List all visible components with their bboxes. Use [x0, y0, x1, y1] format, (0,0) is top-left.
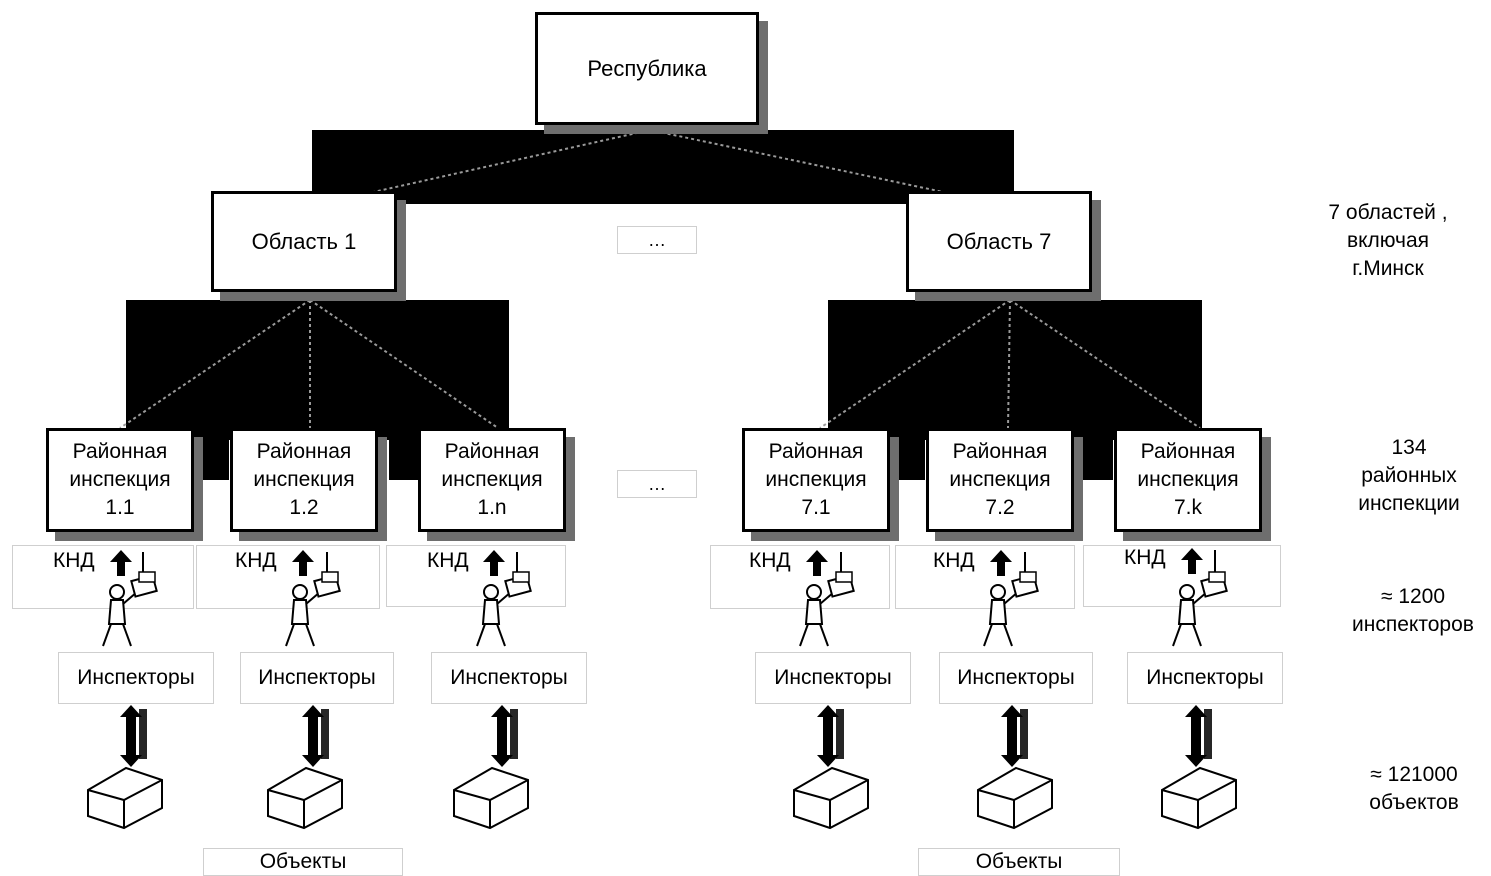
- ellipsis-regions: …: [617, 226, 697, 254]
- stat-objects: ≈ 121000 объектов: [1369, 763, 1459, 814]
- inspectors-box: Инспекторы: [58, 652, 214, 704]
- objects-box: Объекты: [203, 848, 403, 876]
- knd-label: КНД: [933, 549, 975, 572]
- double-arrow-icon: [120, 705, 1212, 767]
- inspectors-box: Инспекторы: [1127, 652, 1283, 704]
- inspector-icon: [102, 571, 1228, 647]
- ellipsis-districts: …: [617, 470, 697, 498]
- region-label: Область 1: [251, 228, 357, 254]
- knd-arrow-icon: [110, 548, 1216, 576]
- knd-panel: [196, 545, 380, 609]
- knd-label: КНД: [427, 549, 469, 572]
- region-box-1: Область 1: [211, 191, 397, 292]
- republic-label: Республика: [587, 55, 707, 81]
- knd-panel: [710, 545, 890, 609]
- inspectors-box: Инспекторы: [240, 652, 394, 704]
- stat-regions: 7 областей , включая г.Минск: [1328, 201, 1448, 280]
- knd-label: КНД: [235, 549, 277, 572]
- republic-box: Республика: [535, 12, 759, 125]
- connector-block-right: [828, 300, 1202, 428]
- inspectors-box: Инспекторы: [431, 652, 587, 704]
- building-icon: [87, 767, 1237, 829]
- region-label: Область 7: [946, 228, 1052, 254]
- knd-panel: [386, 545, 566, 607]
- stat-inspectors: ≈ 1200 инспекторов: [1352, 585, 1474, 636]
- knd-panel: [895, 545, 1075, 609]
- knd-label: КНД: [1124, 546, 1166, 569]
- knd-label: КНД: [749, 549, 791, 572]
- knd-label: КНД: [53, 549, 95, 572]
- connector-block-top: [312, 130, 1014, 204]
- region-box-7: Область 7: [906, 191, 1092, 292]
- stat-districts: 134 районных инспекции: [1358, 436, 1460, 515]
- knd-panel: [12, 545, 194, 609]
- connector-block-left: [126, 300, 509, 428]
- inspectors-box: Инспекторы: [755, 652, 911, 704]
- objects-box: Объекты: [918, 848, 1120, 876]
- inspectors-box: Инспекторы: [939, 652, 1093, 704]
